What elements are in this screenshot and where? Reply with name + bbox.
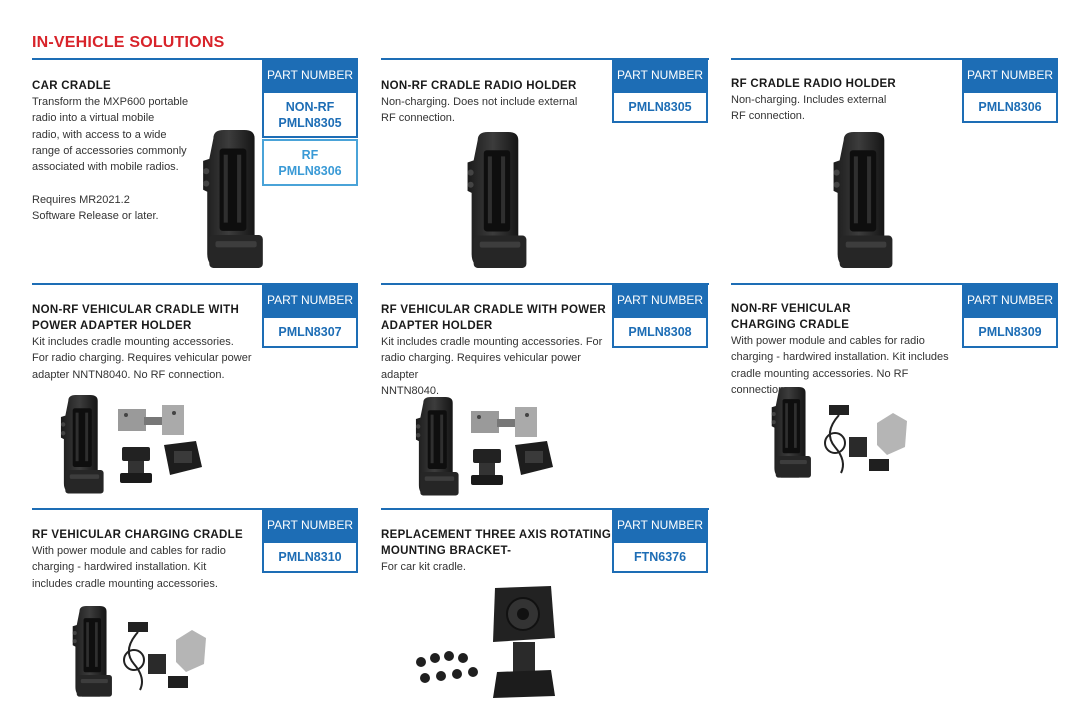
card-description: Transform the MXP600 portable radio into… bbox=[32, 96, 189, 223]
part-number-header: PART NUMBER bbox=[612, 58, 708, 91]
card-description: With power module and cables for radio c… bbox=[32, 545, 226, 590]
part-number-header: PART NUMBER bbox=[262, 58, 358, 91]
card-car-cradle: CAR CRADLE Transform the MXP600 portable… bbox=[32, 58, 358, 278]
section-divider bbox=[381, 283, 709, 285]
card-description: With power module and cables for radio c… bbox=[731, 335, 949, 396]
cradle-image bbox=[202, 130, 266, 270]
part-number-header: PART NUMBER bbox=[962, 58, 1058, 91]
bracket-image bbox=[485, 584, 561, 702]
section-divider bbox=[381, 58, 709, 60]
part-number-header: PART NUMBER bbox=[262, 283, 358, 316]
section-divider bbox=[32, 508, 358, 510]
cradle-image bbox=[833, 132, 895, 270]
card-description: Non-charging. Does not include external … bbox=[381, 96, 578, 125]
card-non-rf-cradle-radio-holder: NON-RF CRADLE RADIO HOLDER Non-charging.… bbox=[381, 58, 709, 278]
card-rf-vehicular-charging-cradle: RF VEHICULAR CHARGING CRADLE With power … bbox=[32, 508, 358, 704]
card-title: CAR CRADLE bbox=[32, 80, 112, 92]
card-description: Non-charging. Includes external RF conne… bbox=[731, 94, 887, 123]
part-number: PMLN8308 bbox=[612, 316, 708, 348]
part-number-header: PART NUMBER bbox=[612, 283, 708, 316]
section-divider bbox=[731, 283, 1058, 285]
cradle-image bbox=[415, 397, 461, 497]
part-number: PMLN8306 bbox=[962, 91, 1058, 123]
screw-set-image bbox=[469, 445, 509, 487]
cable-kit-image bbox=[120, 620, 216, 696]
card-rf-cradle-radio-holder: RF CRADLE RADIO HOLDER Non-charging. Inc… bbox=[731, 58, 1058, 278]
part-number: FTN6376 bbox=[612, 541, 708, 573]
page-title: IN-VEHICLE SOLUTIONS bbox=[32, 34, 225, 51]
part-number: PMLN8305 bbox=[612, 91, 708, 123]
card-description: Kit includes cradle mounting accessories… bbox=[32, 336, 252, 381]
bracket-image bbox=[467, 405, 541, 441]
part-number-header: PART NUMBER bbox=[262, 508, 358, 541]
bracket-image bbox=[116, 403, 186, 439]
cradle-image bbox=[72, 606, 114, 698]
cradle-image bbox=[467, 132, 529, 270]
card-title: RF VEHICULAR CHARGING CRADLE bbox=[32, 529, 243, 541]
cradle-image bbox=[771, 387, 813, 479]
card-title: NON-RF CRADLE RADIO HOLDER bbox=[381, 80, 577, 92]
section-divider bbox=[381, 508, 709, 510]
power-adapter-image bbox=[160, 439, 204, 477]
part-number: PMLN8310 bbox=[262, 541, 358, 573]
screw-set-image bbox=[118, 443, 158, 485]
cradle-image bbox=[60, 395, 106, 495]
power-adapter-image bbox=[511, 439, 555, 477]
screw-set-image bbox=[413, 648, 483, 688]
part-number-header: PART NUMBER bbox=[962, 283, 1058, 316]
card-title: RF CRADLE RADIO HOLDER bbox=[731, 78, 897, 90]
section-divider bbox=[731, 58, 962, 60]
part-number: PMLN8307 bbox=[262, 316, 358, 348]
card-description: For car kit cradle. bbox=[381, 561, 466, 573]
section-divider bbox=[32, 58, 262, 60]
cable-kit-image bbox=[821, 403, 917, 479]
part-number: PMLN8309 bbox=[962, 316, 1058, 348]
card-description: Kit includes cradle mounting accessories… bbox=[381, 336, 603, 397]
part-number-header: PART NUMBER bbox=[612, 508, 708, 541]
section-divider bbox=[32, 283, 358, 285]
